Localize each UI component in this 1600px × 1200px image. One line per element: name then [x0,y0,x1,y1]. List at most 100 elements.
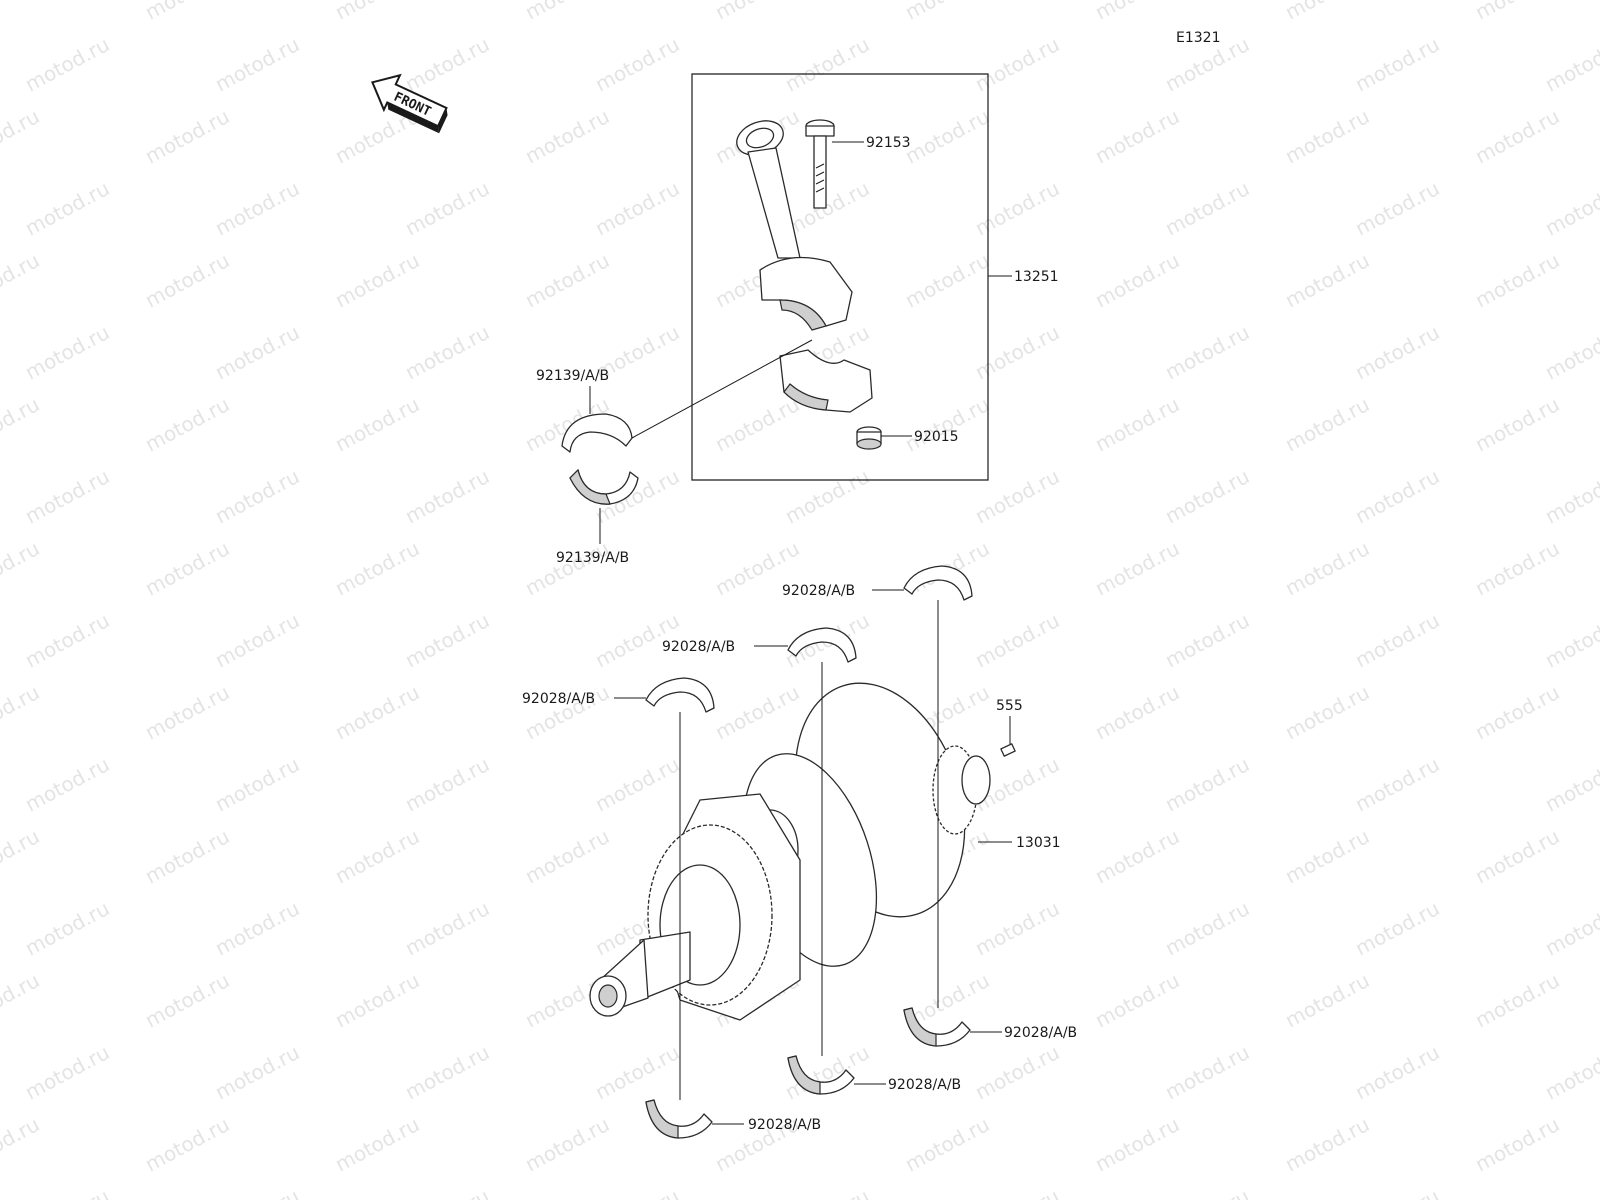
watermark-text: motod.ru [521,824,613,888]
watermark-text: motod.ru [971,1184,1063,1200]
watermark-text: motod.ru [591,752,683,816]
watermark-text: motod.ru [211,608,303,672]
watermark-text: motod.ru [521,536,613,600]
watermark-text: motod.ru [1091,104,1183,168]
watermark-text: motod.ru [971,608,1063,672]
watermark-text: motod.ru [21,464,113,528]
watermark-text: motod.ru [141,104,233,168]
connecting-rod [736,120,853,331]
watermark-text: motod.ru [1091,680,1183,744]
watermark-text: motod.ru [1351,176,1443,240]
watermark-text: motod.ru [591,32,683,96]
watermark-text: motod.ru [1161,896,1253,960]
watermark-text: motod.ru [521,248,613,312]
main-bearing-upper-2 [787,627,857,663]
watermark-text: motod.ru [781,1184,873,1200]
watermark-text: motod.ru [401,464,493,528]
label-92028-upper-3: 92028/A/B [782,583,855,599]
watermark-text: motod.ru [971,464,1063,528]
watermark-text: motod.ru [141,536,233,600]
watermark-text: motod.ru [211,896,303,960]
watermark-text: motod.ru [21,176,113,240]
label-92015: 92015 [914,429,959,445]
watermark-text: motod.ru [1281,104,1373,168]
label-92139-top: 92139/A/B [536,368,609,384]
watermark-text: motod.ru [1161,1184,1253,1200]
watermark-text: motod.ru [331,680,423,744]
watermark-text: motod.ru [1091,536,1183,600]
watermark-text: motod.ru [1471,104,1563,168]
main-bearing-lower-3 [903,1007,971,1047]
watermark-text: motod.ru [711,0,803,24]
watermark-text: motod.ru [1541,464,1600,528]
watermark-text: motod.ru [591,176,683,240]
watermark-text: motod.ru [1161,176,1253,240]
watermark-text: motod.ru [1281,536,1373,600]
watermark-text: motod.ru [901,0,993,24]
conrod-bearing-upper [561,413,633,453]
watermark-text: motod.ru [1161,608,1253,672]
watermark-text: motod.ru [1351,320,1443,384]
watermark-text: motod.ru [141,680,233,744]
label-92028-upper-2: 92028/A/B [662,639,735,655]
watermark-text: motod.ru [1471,680,1563,744]
watermark-text: motod.ru [141,968,233,1032]
watermark-text: motod.ru [1471,392,1563,456]
watermark-text: motod.ru [401,896,493,960]
watermark-text: motod.ru [1281,392,1373,456]
watermark-text: motod.ru [1541,1184,1600,1200]
watermark-text: motod.ru [211,32,303,96]
watermark-text: motod.ru [211,752,303,816]
conrod-bearing-lower [569,468,639,505]
label-92139-bottom: 92139/A/B [556,550,629,566]
watermark-text: motod.ru [1091,392,1183,456]
watermark-text: motod.ru [1351,1184,1443,1200]
watermark-text: motod.ru [0,536,43,600]
main-bearing-lower-1 [645,1099,713,1139]
watermark-text: motod.ru [21,608,113,672]
watermark-text: motod.ru [1351,1040,1443,1104]
watermark-text: motod.ru [0,824,43,888]
watermark-text: motod.ru [331,392,423,456]
label-555: 555 [996,698,1023,714]
watermark-text: motod.ru [1541,32,1600,96]
watermark-text: motod.ru [1161,1040,1253,1104]
label-13251: 13251 [1014,269,1059,285]
conrod-cap [779,349,873,413]
main-bearing-upper-1 [645,677,715,713]
watermark-text: motod.ru [331,824,423,888]
main-bearing-upper-3 [903,565,973,601]
watermark-text: motod.ru [21,32,113,96]
label-92028-lower-2: 92028/A/B [888,1077,961,1093]
watermark-text: motod.ru [521,680,613,744]
watermark-text: motod.ru [781,464,873,528]
watermark-text: motod.ru [211,1040,303,1104]
watermark-text: motod.ru [1471,1112,1563,1176]
conrod-nut [856,426,882,450]
watermark-text: motod.ru [0,104,43,168]
watermark-text: motod.ru [711,392,803,456]
watermark-text: motod.ru [1351,608,1443,672]
label-92028-upper-1: 92028/A/B [522,691,595,707]
watermark-text: motod.ru [141,824,233,888]
watermark-text: motod.ru [1541,176,1600,240]
watermark-text: motod.ru [1471,0,1563,24]
watermark-text: motod.ru [0,1112,43,1176]
watermark-text: motod.ru [21,1040,113,1104]
watermark-text: motod.ru [211,176,303,240]
watermark-text: motod.ru [521,104,613,168]
watermark-text: motod.ru [971,320,1063,384]
watermark-text: motod.ru [1161,464,1253,528]
watermark-text: motod.ru [1541,1040,1600,1104]
label-13031: 13031 [1016,835,1061,851]
watermark-text: motod.ru [1281,680,1373,744]
watermark-text: motod.ru [521,1112,613,1176]
watermark-text: motod.ru [21,320,113,384]
watermark-text: motod.ru [1091,968,1183,1032]
watermark-text: motod.ru [1351,464,1443,528]
watermark-text: motod.ru [1541,752,1600,816]
watermark-text: motod.ru [521,0,613,24]
watermark-text: motod.ru [401,32,493,96]
